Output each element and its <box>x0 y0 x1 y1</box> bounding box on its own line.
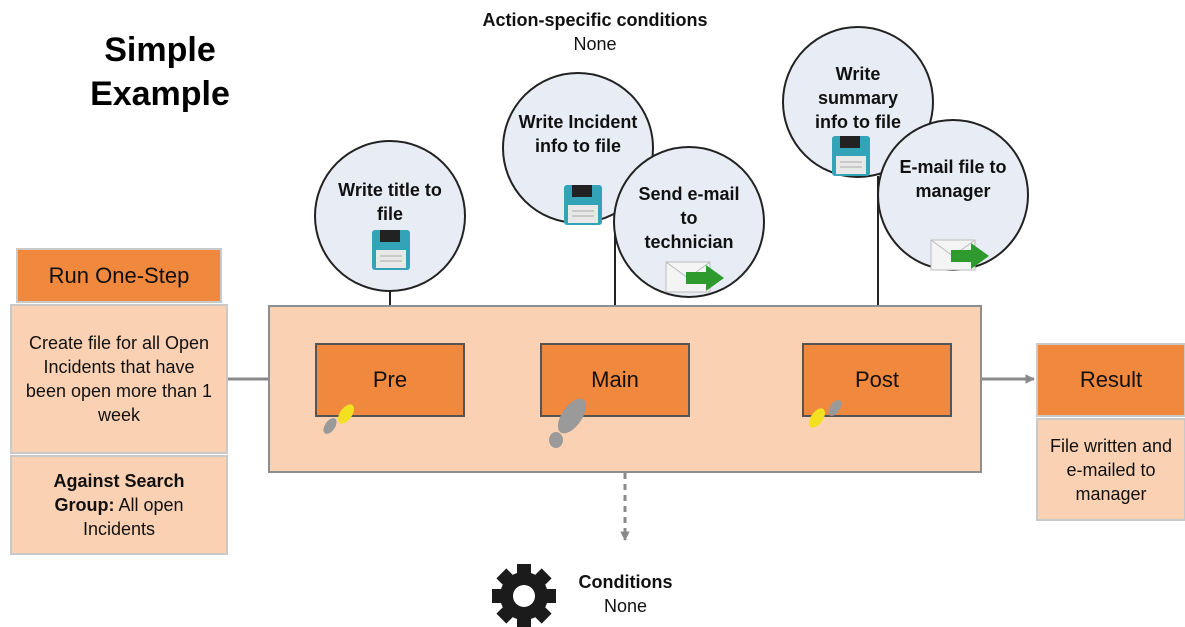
stage-pre-label: Pre <box>372 367 408 392</box>
title-line-1: Simple <box>104 31 216 69</box>
stage-pre: Pre <box>315 343 465 417</box>
stage-post-label: Post <box>854 367 900 392</box>
bubble-write-title-text: Write title to file <box>338 180 442 224</box>
conditions-value: None <box>603 596 648 616</box>
result-header: Result <box>1036 343 1185 417</box>
action-conditions-value: None <box>573 34 617 54</box>
result-box: File written and e-mailed to manager <box>1036 418 1185 521</box>
action-conditions-heading: Action-specific conditions <box>482 10 708 30</box>
result-text: File written and e-mailed to manager <box>1049 435 1173 504</box>
run-one-step-header: Run One-Step <box>16 248 222 303</box>
bubble-email-manager-text: E-mail file to manager <box>899 157 1007 201</box>
search-group-box: Against Search Group: All open Incidents <box>10 455 228 555</box>
bubble-email-manager: E-mail file to manager <box>877 119 1029 271</box>
result-label: Result <box>1079 367 1143 392</box>
conditions-block: Conditions None <box>568 570 683 618</box>
bubble-send-email: Send e-mail to technician <box>613 146 765 298</box>
action-conditions: Action-specific conditions None <box>440 8 750 56</box>
search-group-label: Against Search Group: <box>53 471 185 515</box>
title-line-2: Example <box>90 75 230 113</box>
run-description-box: Create file for all Open Incidents that … <box>10 304 228 454</box>
run-description: Create file for all Open Incidents that … <box>25 333 213 425</box>
bubble-write-summary-text: Write summary info to file <box>815 64 901 132</box>
run-one-step-label: Run One-Step <box>48 262 190 288</box>
search-group-text: Against Search Group: All open Incidents <box>28 469 210 541</box>
bubble-write-incident-text: Write Incident info to file <box>518 112 638 156</box>
diagram-title: Simple Example <box>60 28 260 116</box>
bubble-write-title: Write title to file <box>314 140 466 292</box>
stage-main-label: Main <box>591 367 639 392</box>
conditions-heading: Conditions <box>578 572 673 592</box>
stage-main: Main <box>540 343 690 417</box>
bubble-send-email-text: Send e-mail to technician <box>638 184 740 252</box>
search-group-value: All open Incidents <box>82 495 184 539</box>
stage-post: Post <box>802 343 952 417</box>
